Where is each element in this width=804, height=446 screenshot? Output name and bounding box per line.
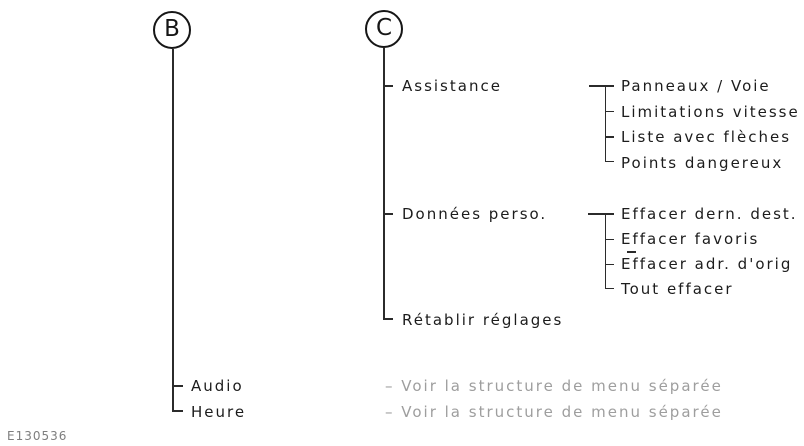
node-c-label: C [375, 15, 393, 41]
submenu-item-panneaux-voie: Panneaux / Voie [621, 77, 771, 95]
submenu-item-effacer-adr-orig: Effacer adr. d'orig [621, 255, 793, 273]
branch-tick-audio [172, 385, 183, 387]
donnees-subtree-top-line [588, 213, 614, 215]
submenu-item-effacer-favoris: Effacer favoris [621, 230, 760, 248]
assistance-subtree-top-line [589, 85, 614, 87]
menu-item-audio: Audio [191, 377, 244, 395]
subbranch-tick-effacer-favoris [604, 238, 614, 241]
menu-item-donnees-perso: Données perso. [402, 205, 548, 223]
menu-item-assistance: Assistance [402, 77, 502, 95]
node-b-label: B [164, 16, 180, 42]
stray-mark [627, 251, 636, 253]
node-c-circle: C [365, 10, 403, 48]
subbranch-tick-liste [604, 136, 614, 138]
submenu-item-limitations-vitesse: Limitations vitesse [621, 102, 800, 121]
subbranch-tick-points [604, 160, 614, 163]
donnees-subtree-spine [604, 213, 607, 290]
branch-tick-donnees-perso [383, 213, 393, 215]
subbranch-tick-effacer-adr [604, 263, 614, 266]
branch-tick-assistance [383, 85, 393, 87]
subbranch-tick-limitations [604, 110, 614, 113]
submenu-item-liste-avec-fleches: Liste avec flèches [621, 128, 792, 146]
menu-item-retablir-reglages: Rétablir réglages [402, 311, 564, 329]
node-b-spine-line [172, 49, 174, 412]
node-c-spine-line [383, 48, 385, 320]
submenu-item-effacer-dern-dest: Effacer dern. dest. [621, 205, 798, 223]
note-audio-see-separate-menu: – Voir la structure de menu séparée [385, 377, 723, 395]
subbranch-tick-tout-effacer [604, 287, 614, 290]
submenu-item-tout-effacer: Tout effacer [621, 280, 734, 298]
assistance-subtree-spine [604, 85, 607, 163]
branch-tick-retablir-reglages [383, 318, 393, 321]
note-heure-see-separate-menu: – Voir la structure de menu séparée [385, 403, 723, 421]
figure-code: E130536 [7, 429, 68, 443]
node-b-circle: B [153, 11, 191, 49]
menu-item-heure: Heure [191, 403, 247, 421]
submenu-item-points-dangereux: Points dangereux [621, 153, 784, 172]
branch-tick-heure [172, 410, 183, 412]
